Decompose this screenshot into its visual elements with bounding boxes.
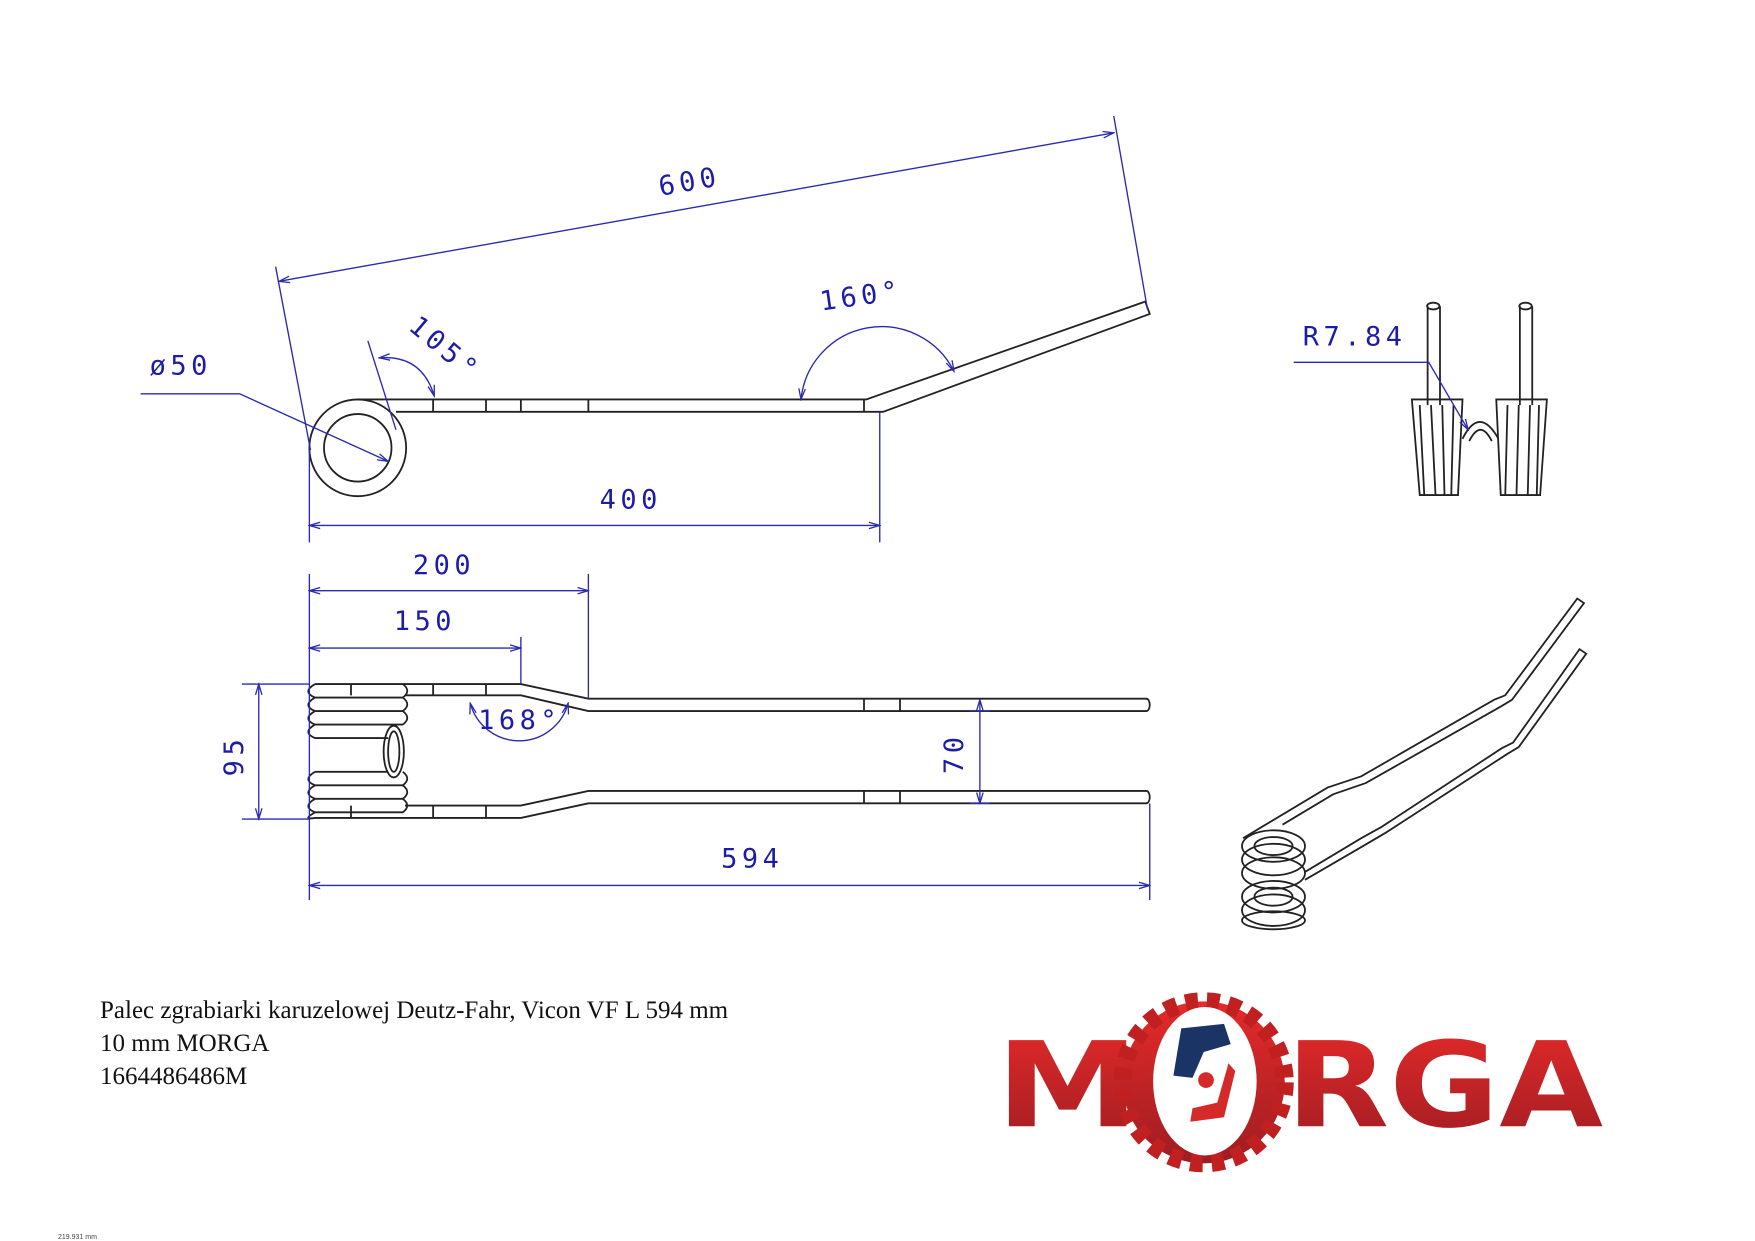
- plan-view: 200 150 95 168° 70 594: [219, 550, 1150, 901]
- dim-150: 150: [394, 606, 456, 637]
- dim-angle-105: 105°: [403, 310, 487, 387]
- isometric-view: [1241, 597, 1588, 931]
- product-description: Palec zgrabiarki karuzelowej Deutz-Fahr,…: [100, 994, 728, 1093]
- product-code: 1664486486M: [100, 1063, 248, 1090]
- description-line-1: Palec zgrabiarki karuzelowej Deutz-Fahr,…: [100, 997, 729, 1024]
- dim-diameter-50: ø50: [150, 351, 212, 382]
- dim-594: 594: [721, 843, 783, 874]
- dim-600: 600: [656, 161, 723, 202]
- dim-400: 400: [600, 485, 662, 516]
- dim-95: 95: [219, 735, 250, 777]
- logo-letter-m: M: [996, 1016, 1140, 1154]
- morga-logo: M RGA: [996, 992, 1603, 1173]
- side-view: 600 400 ø50 105° 160°: [140, 115, 1151, 543]
- dim-angle-168: 168°: [478, 705, 561, 736]
- dim-70: 70: [939, 733, 970, 775]
- end-view: R7.84: [1293, 301, 1548, 496]
- gear-icon: [1113, 992, 1294, 1173]
- dim-radius: R7.84: [1303, 321, 1407, 352]
- dim-angle-160: 160°: [818, 275, 905, 317]
- eye-inner: [323, 413, 393, 483]
- dim-200: 200: [413, 550, 475, 581]
- coil-lower: [307, 770, 409, 820]
- description-line-2: 10 mm MORGA: [100, 1030, 270, 1057]
- logo-letters-rga: RGA: [1286, 1016, 1603, 1154]
- scale-note: 219.931 mm: [58, 1234, 97, 1241]
- coil-upper: [307, 683, 409, 739]
